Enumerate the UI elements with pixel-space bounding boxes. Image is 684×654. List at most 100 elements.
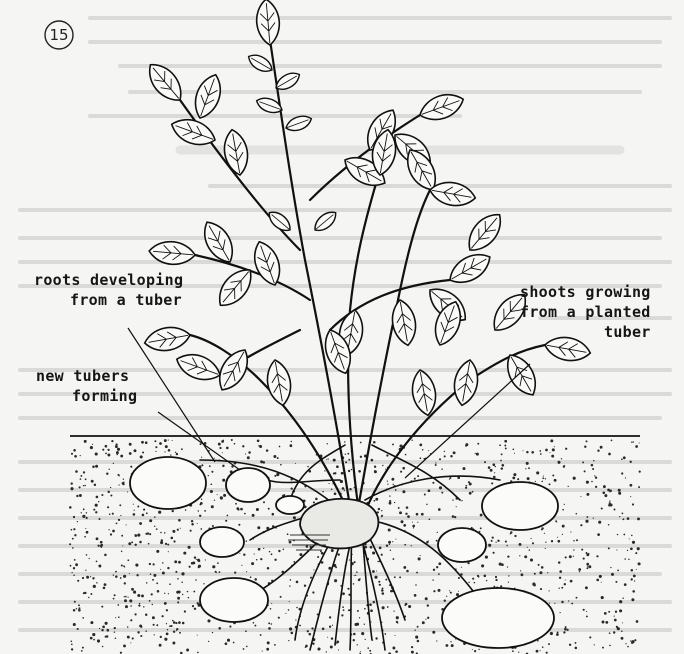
soil-speck: [111, 440, 113, 442]
soil-speck: [107, 454, 110, 457]
soil-speck: [154, 526, 155, 527]
soil-speck: [322, 628, 325, 631]
soil-speck: [596, 555, 598, 557]
soil-speck: [130, 466, 132, 468]
soil-speck: [422, 621, 425, 624]
soil-speck: [73, 528, 75, 530]
soil-speck: [188, 597, 190, 599]
soil-speck: [92, 465, 95, 468]
soil-speck: [389, 502, 392, 505]
circled-number-icon: 15: [46, 22, 72, 48]
soil-speck: [456, 506, 457, 507]
soil-speck: [245, 630, 247, 632]
soil-speck: [256, 559, 257, 560]
soil-speck: [638, 562, 641, 565]
soil-speck: [141, 441, 144, 444]
soil-speck: [477, 575, 479, 577]
soil-speck: [251, 562, 254, 565]
soil-speck: [86, 512, 87, 513]
soil-speck: [149, 563, 151, 565]
soil-speck: [593, 460, 594, 461]
soil-speck: [474, 582, 476, 584]
soil-speck: [562, 534, 563, 535]
soil-speck: [451, 644, 454, 647]
soil-speck: [405, 454, 407, 456]
soil-speck: [538, 564, 540, 566]
soil-speck: [615, 611, 617, 613]
soil-speck: [381, 554, 383, 556]
soil-speck: [258, 548, 261, 551]
soil-speck: [417, 640, 420, 643]
soil-speck: [277, 457, 279, 459]
soil-speck: [559, 588, 560, 589]
soil-speck: [382, 606, 385, 609]
soil-speck: [156, 582, 158, 584]
soil-speck: [293, 561, 295, 563]
soil-speck: [76, 608, 77, 609]
soil-speck: [332, 483, 333, 484]
soil-speck: [136, 574, 138, 576]
soil-speck: [271, 623, 273, 625]
soil-speck: [411, 646, 413, 648]
soil-speck: [117, 454, 118, 455]
soil-speck: [510, 533, 512, 535]
soil-speck: [84, 536, 86, 538]
soil-speck: [550, 632, 553, 635]
soil-speck: [126, 524, 127, 525]
soil-speck: [438, 508, 441, 511]
soil-speck: [274, 644, 276, 646]
label-shoots-line3: tuber: [520, 322, 651, 342]
soil-speck: [623, 456, 626, 459]
soil-speck: [74, 455, 77, 458]
soil-speck: [83, 485, 84, 486]
soil-speck: [299, 553, 302, 556]
soil-speck: [497, 540, 499, 542]
soil-speck: [539, 450, 541, 452]
soil-speck: [120, 652, 122, 654]
soil-speck: [203, 583, 204, 584]
soil-speck: [216, 572, 217, 573]
soil-speck: [373, 441, 376, 444]
soil-speck: [315, 498, 318, 501]
soil-speck: [472, 491, 474, 493]
soil-speck: [469, 492, 472, 495]
soil-speck: [601, 596, 604, 599]
soil-speck: [387, 481, 388, 482]
soil-speck: [564, 504, 565, 505]
soil-speck: [129, 443, 132, 446]
soil-speck: [536, 471, 539, 474]
soil-speck: [288, 640, 289, 641]
soil-speck: [336, 465, 339, 468]
soil-speck: [548, 643, 550, 645]
soil-speck: [630, 547, 633, 550]
soil-speck: [562, 525, 565, 528]
soil-speck: [175, 571, 177, 573]
soil-speck: [256, 508, 259, 511]
soil-speck: [617, 534, 618, 535]
soil-speck: [592, 468, 594, 470]
soil-speck: [166, 623, 167, 624]
soil-speck: [382, 587, 384, 589]
soil-speck: [542, 477, 544, 479]
soil-speck: [287, 533, 289, 535]
soil-speck: [551, 540, 553, 542]
soil-speck: [143, 509, 145, 511]
soil-speck: [107, 449, 109, 451]
soil-speck: [121, 564, 123, 566]
soil-speck: [114, 627, 116, 629]
soil-speck: [565, 556, 567, 558]
soil-speck: [321, 552, 324, 555]
soil-speck: [100, 541, 103, 544]
soil-speck: [444, 600, 446, 602]
soil-speck: [88, 597, 89, 598]
soil-speck: [399, 511, 402, 514]
soil-speck: [80, 478, 82, 480]
soil-speck: [208, 475, 209, 476]
soil-speck: [508, 575, 509, 576]
soil-speck: [329, 616, 331, 618]
soil-speck: [614, 616, 615, 617]
soil-speck: [185, 509, 187, 511]
soil-speck: [137, 594, 140, 597]
soil-speck: [428, 450, 429, 451]
